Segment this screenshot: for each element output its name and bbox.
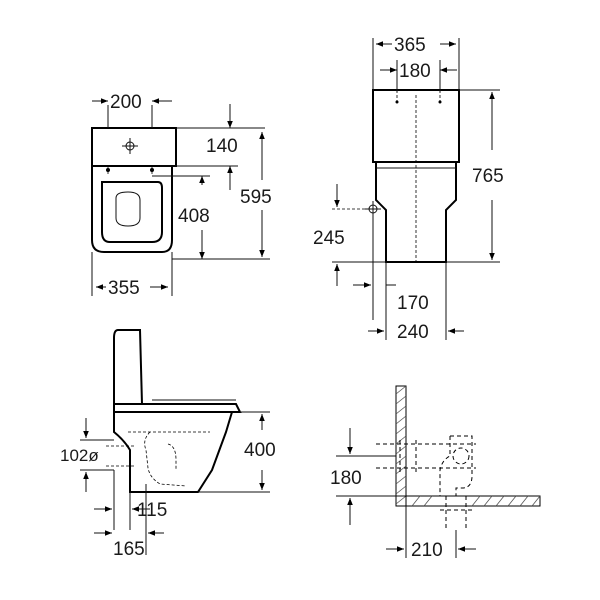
dim-front-365: 365 (394, 35, 426, 56)
dim-detail-210: 210 (411, 540, 443, 561)
side-view-bowl (113, 411, 233, 493)
dim-top-200: 200 (110, 92, 142, 113)
side-view: 102ø 400 115 165 (60, 329, 276, 560)
dim-side-400: 400 (244, 440, 276, 461)
flush-button-icon (122, 138, 138, 154)
side-view-seat (113, 403, 242, 413)
wall-hatch (395, 385, 407, 505)
dim-front-170: 170 (397, 293, 429, 314)
front-view: 365 180 765 245 170 240 (313, 35, 504, 343)
side-view-trap (128, 431, 210, 487)
dim-top-408: 408 (178, 206, 210, 227)
dim-top-355: 355 (108, 278, 140, 299)
outlet-detail-view: 180 210 (330, 385, 541, 561)
top-view-inner-bowl (115, 191, 141, 227)
top-view-bowl (91, 166, 173, 253)
dim-side-102: 102ø (60, 446, 99, 465)
dim-front-240: 240 (397, 322, 429, 343)
dim-side-115: 115 (137, 500, 167, 521)
dim-side-165: 165 (113, 539, 145, 560)
top-view-seat-opening (101, 181, 163, 243)
dim-front-245: 245 (313, 228, 345, 249)
dim-top-140: 140 (206, 136, 238, 157)
outlet-elbow (439, 435, 473, 496)
dim-front-765: 765 (472, 166, 504, 187)
dim-top-595: 595 (240, 187, 272, 208)
side-view-cistern (113, 329, 144, 405)
top-view: 200 355 140 408 595 (91, 92, 272, 299)
floor-hatch (411, 495, 541, 507)
dim-detail-180: 180 (330, 468, 362, 489)
dim-front-180: 180 (399, 61, 431, 82)
front-view-cistern (372, 89, 460, 163)
